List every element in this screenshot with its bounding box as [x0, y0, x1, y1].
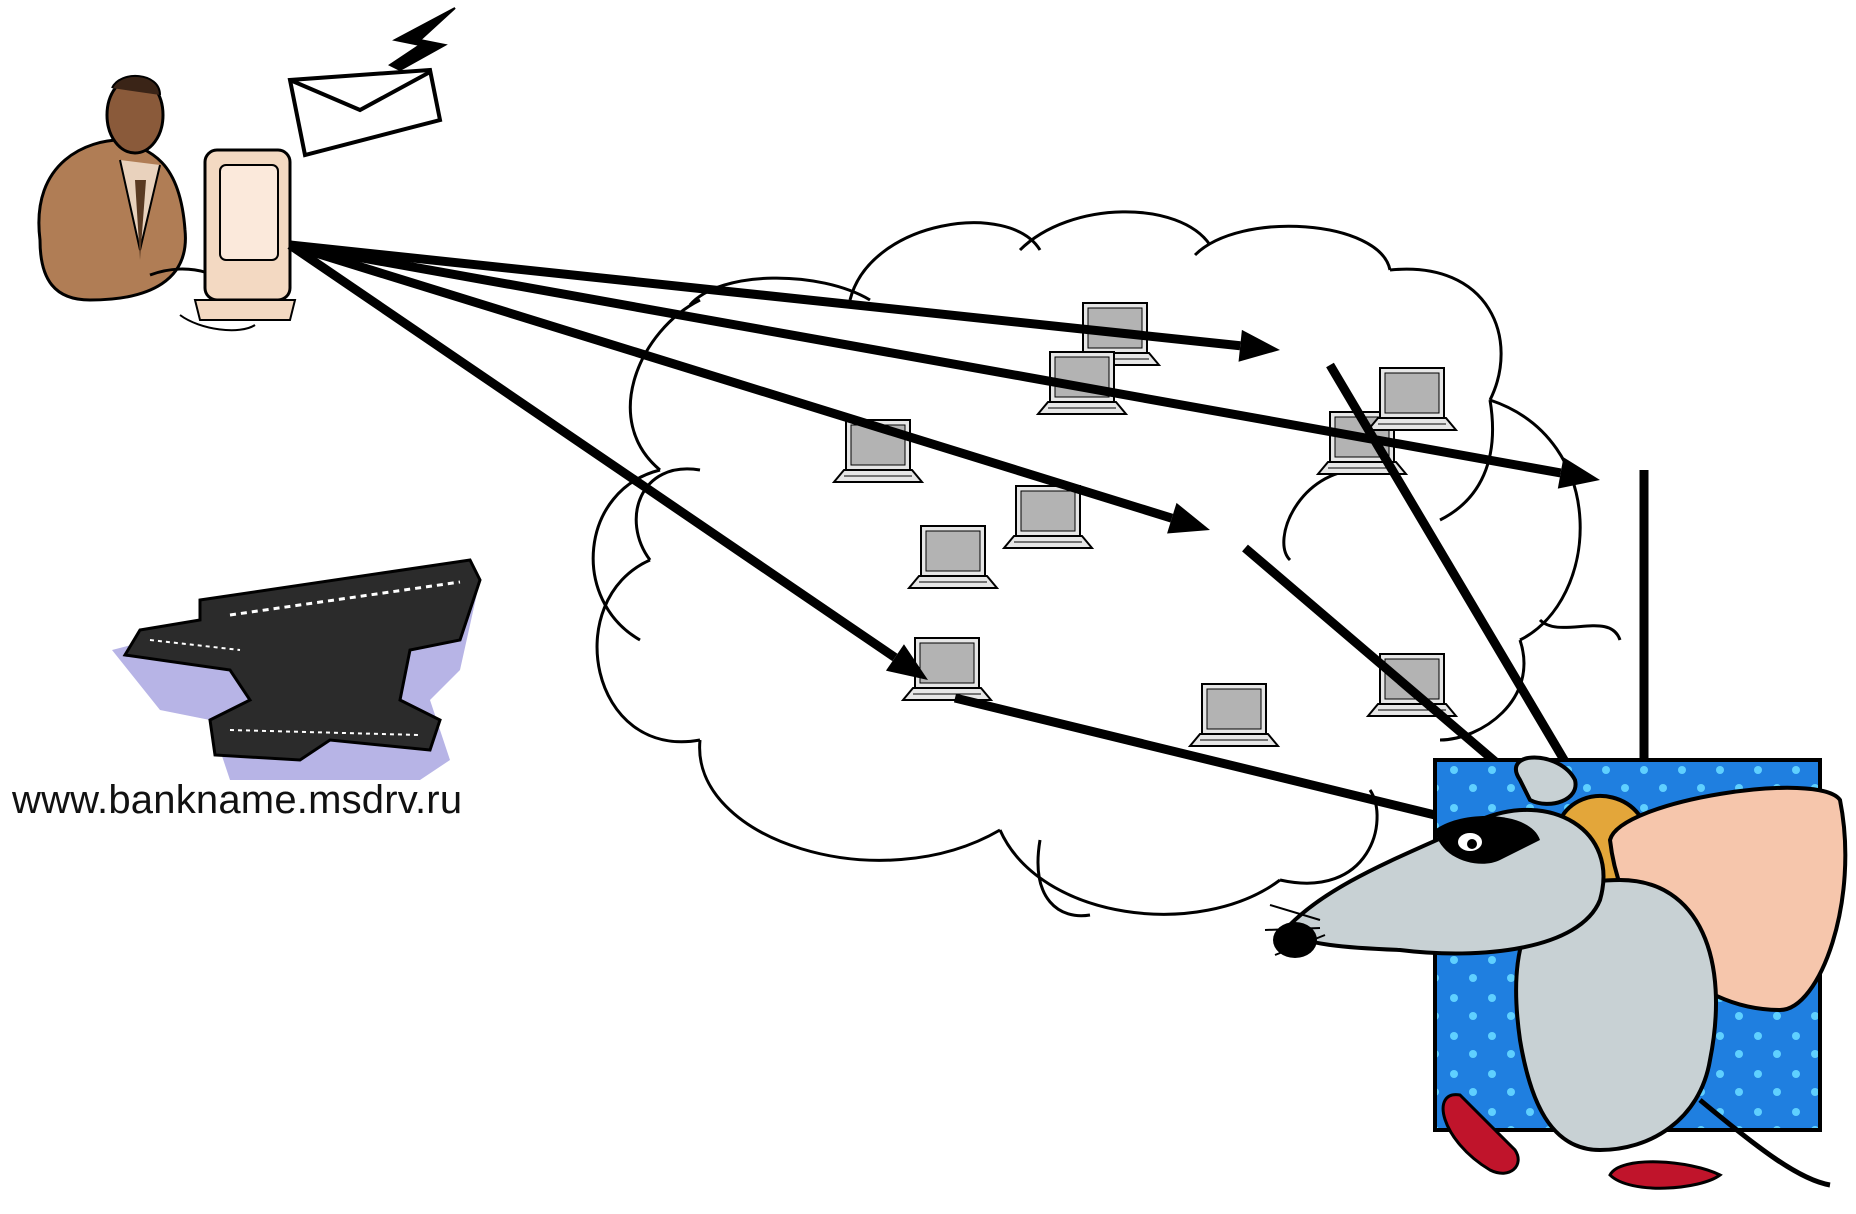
arrow-group	[287, 240, 1600, 680]
laptop-icon	[1187, 683, 1281, 747]
attack-arrow	[289, 240, 1600, 489]
link-line	[953, 693, 1437, 820]
link-line	[1326, 362, 1574, 773]
site-url-label: www.bankname.msdrv.ru	[12, 778, 463, 822]
person-at-computer-icon	[37, 75, 297, 332]
laptop-icon	[1001, 485, 1095, 549]
anvil-icon	[112, 558, 482, 780]
link-group	[953, 362, 1649, 820]
link-line	[1242, 544, 1508, 774]
laptop-icon	[900, 637, 994, 701]
thief-rat-icon	[1264, 755, 1848, 1190]
attack-arrow	[287, 241, 928, 680]
laptop-icon	[1365, 367, 1459, 431]
attack-arrow	[289, 240, 1280, 362]
laptop-icon	[906, 525, 1000, 589]
email-envelope-icon	[287, 7, 456, 158]
attack-arrow	[288, 240, 1210, 534]
